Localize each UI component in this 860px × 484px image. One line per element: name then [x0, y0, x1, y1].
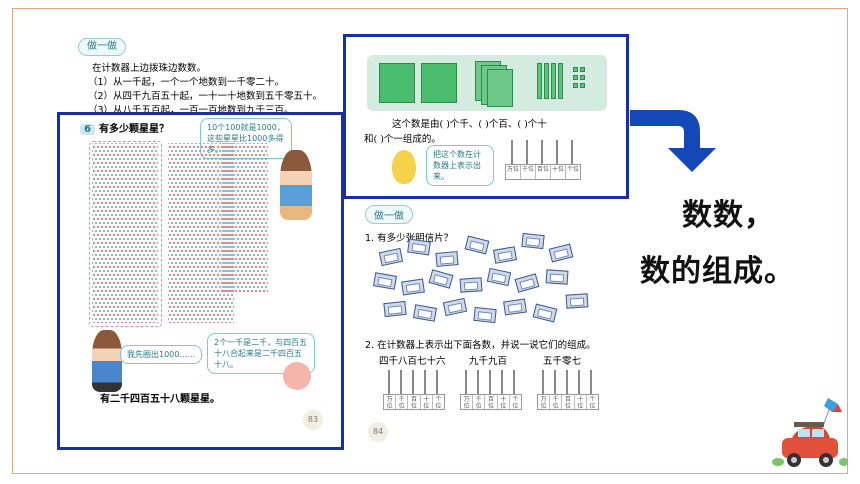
pear-character — [392, 150, 416, 184]
ten-rod — [551, 63, 556, 99]
composition-text: 这个数是由( )个千、( )个百、( )个十 和( )个一组成的。 — [364, 117, 547, 147]
down-arrow-icon — [630, 110, 716, 172]
abacus-top: 万位千位百位十位个位 — [505, 140, 581, 182]
answer-text: 有二千四百五十八颗星星。 — [100, 394, 220, 405]
counting-item-2: （2）从四千九百五十起，一十一十地数到五千零五十。 — [88, 91, 323, 102]
circled-1000 — [89, 141, 162, 327]
number-2: 九千九百 — [469, 356, 508, 367]
one-cube — [580, 67, 585, 72]
number-3: 五千零七 — [543, 356, 582, 367]
left-highlight-box — [57, 112, 344, 450]
ten-rod — [544, 63, 549, 99]
abacus-label: 个位 — [512, 396, 519, 410]
counting-item-3: （3）从八千五百起，一百一百地数到九千三百。 — [88, 105, 294, 116]
composition-line-2: 和( )个一组成的。 — [364, 134, 441, 145]
abacus-label: 百位 — [408, 395, 421, 410]
composition-line-1: 这个数是由( )个千、( )个百、( )个十 — [392, 119, 547, 130]
speech-bubble-helper: 把这个数在计数器上表示出来。 — [426, 145, 494, 186]
one-cube — [580, 75, 585, 80]
abacus-1: 万位千位百位十位个位 — [383, 370, 445, 410]
number-1: 四千八百七十六 — [379, 356, 446, 367]
do-label: 做一做 — [78, 38, 126, 56]
counting-intro: 在计数器上边拨珠边数数。 — [92, 63, 207, 74]
boy-illustration — [280, 150, 312, 220]
abacus-label: 百位 — [536, 165, 551, 179]
thousand-cube — [379, 63, 415, 103]
abacus-label: 万位 — [506, 165, 521, 179]
abacus-label: 万位 — [461, 395, 474, 410]
abacus-label: 千位 — [396, 395, 409, 410]
car-decoration-icon — [772, 398, 848, 467]
thousand-cube — [421, 63, 457, 103]
page-number-right: 84 — [368, 422, 388, 442]
caption-line-1: 数数， — [682, 198, 775, 233]
one-cube — [573, 83, 578, 88]
abacus-label: 十位 — [421, 395, 433, 410]
abacus-label: 万位 — [538, 395, 551, 410]
abacus-label: 千位 — [473, 395, 486, 410]
abacus-label: 万位 — [384, 395, 397, 410]
abacus-label: 十位 — [575, 395, 587, 410]
caption-line-2: 数的组成。 — [640, 254, 795, 289]
question-text: 有多少颗星星？ — [98, 124, 169, 135]
abacus-2: 万位千位百位十位个位 — [460, 370, 522, 410]
abacus-label: 千位 — [521, 165, 536, 179]
abacus-label: 千位 — [550, 395, 563, 410]
page-number-left: 83 — [303, 410, 323, 430]
abacus-label: 百位 — [562, 395, 575, 410]
counting-item-1: （1）从一千起，一个一个地数到一千零二十。 — [88, 77, 285, 88]
question-number: 6 — [80, 124, 95, 135]
one-cube — [580, 83, 585, 88]
hundred-flat — [487, 69, 513, 107]
abacus-label: 个位 — [435, 396, 442, 410]
boy-2-illustration — [92, 330, 122, 392]
question-2-text: 2. 在计数器上表示出下面各数，并说一说它们的组成。 — [365, 340, 596, 351]
abacus-label: 百位 — [485, 395, 498, 410]
do-label-right: 做一做 — [365, 205, 413, 224]
abacus-label: 个位 — [589, 396, 596, 410]
ten-rod — [537, 63, 542, 99]
question-2: 2. 在计数器上表示出下面各数，并说一说它们的组成。 四千八百七十六 九千九百 … — [365, 338, 596, 370]
abacus-label: 个位 — [566, 166, 579, 173]
abacus-label: 十位 — [498, 395, 510, 410]
peach-character — [283, 362, 311, 390]
one-cube — [573, 67, 578, 72]
ten-rod — [558, 63, 563, 99]
right-highlight-box — [343, 34, 629, 199]
abacus-label: 十位 — [551, 165, 566, 179]
counting-exercise: 做一做 在计数器上边拨珠边数数。 （1）从一千起，一个一个地数到一千零二十。 （… — [78, 38, 322, 118]
place-value-blocks — [367, 55, 607, 111]
stars-grid — [89, 141, 268, 327]
abacus-3: 万位千位百位十位个位 — [537, 370, 599, 410]
speech-bubble-left: 我先圈出1000…… — [120, 345, 203, 364]
one-cube — [573, 75, 578, 80]
postcards-pile — [370, 230, 600, 330]
slide-frame — [12, 8, 848, 474]
